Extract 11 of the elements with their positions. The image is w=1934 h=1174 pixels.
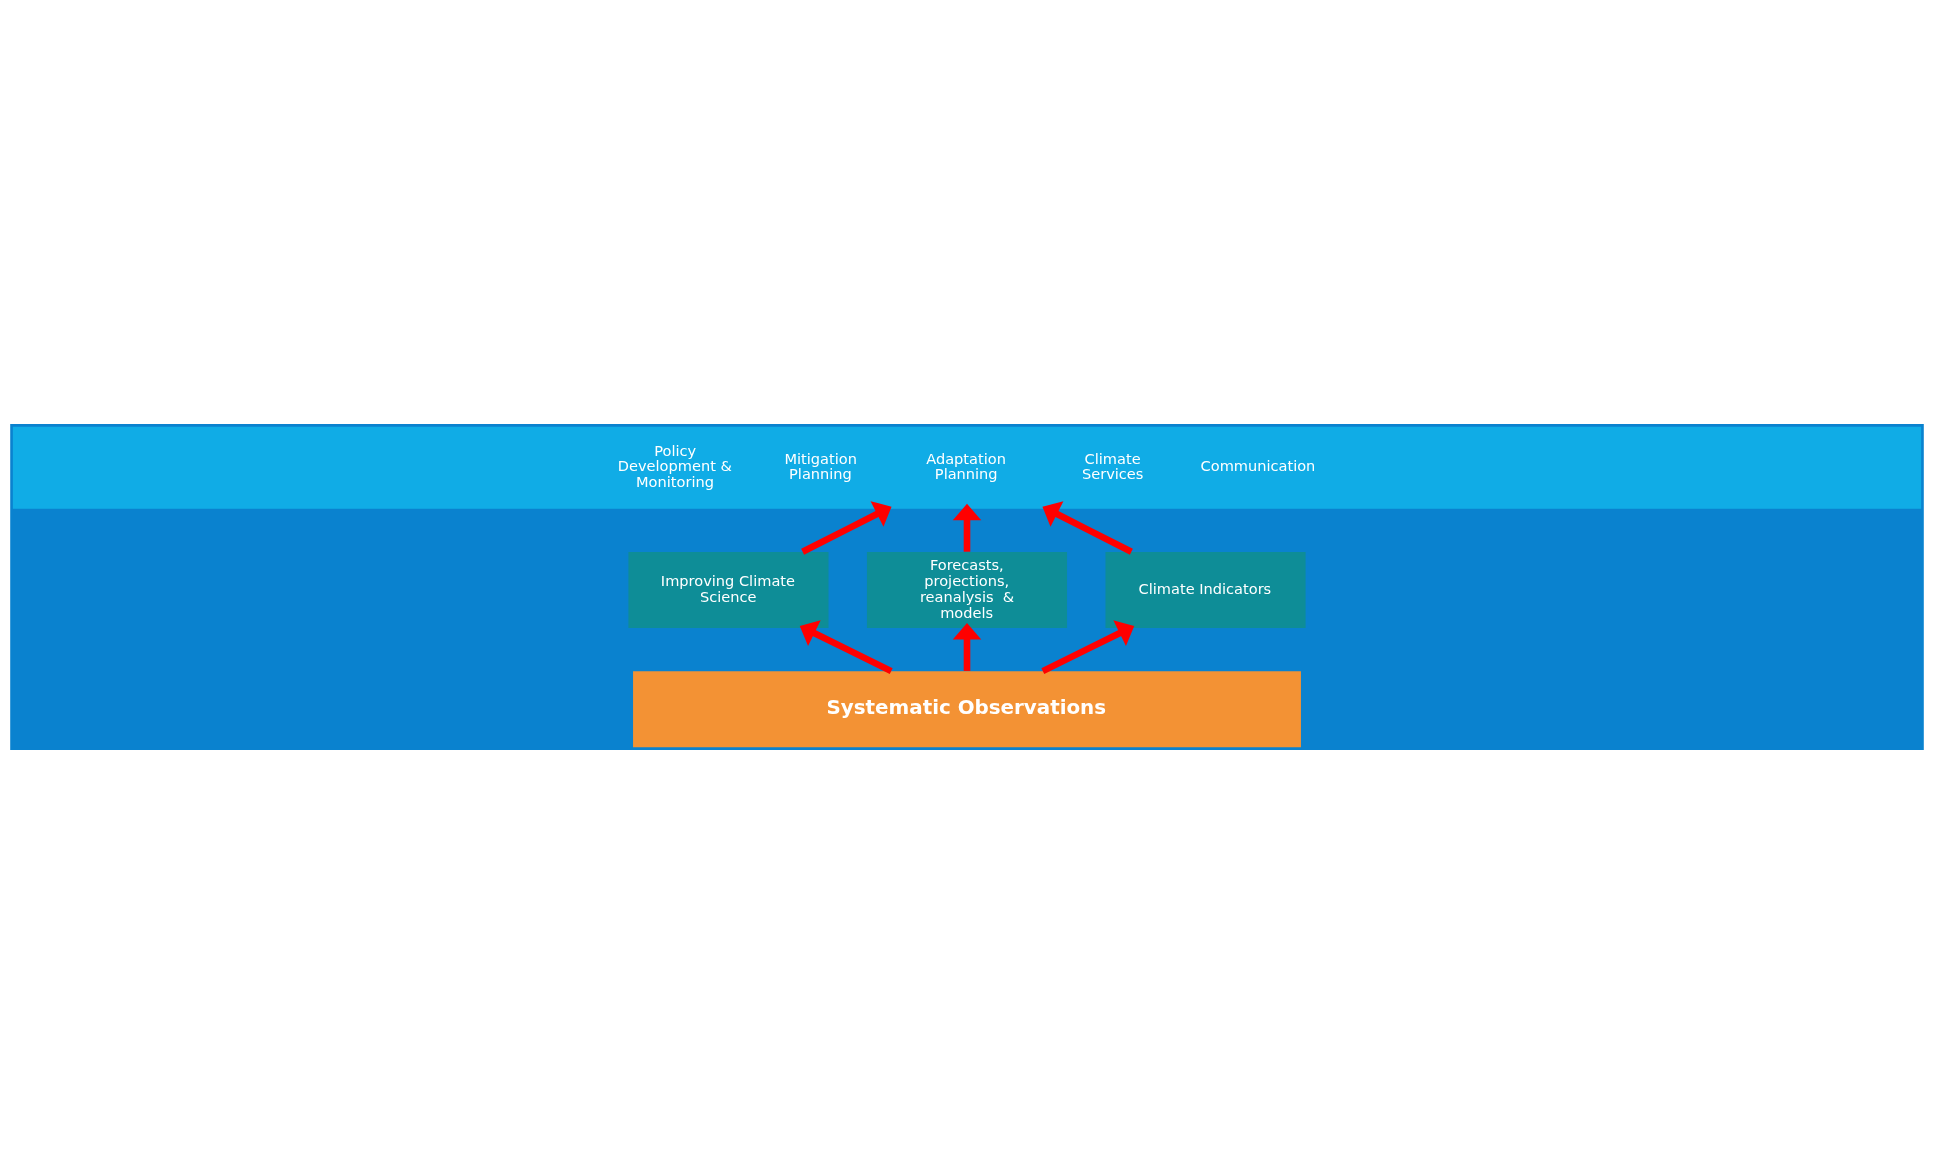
- node-box: Climate Indicators: [1105, 551, 1306, 629]
- arrow: [1042, 501, 1133, 555]
- node-box: Improving Climate Science: [628, 551, 829, 629]
- arrow: [1041, 620, 1135, 675]
- node-box: Forecasts, projections, reanalysis & models: [866, 551, 1068, 629]
- node-box: Systematic Observations: [633, 671, 1301, 748]
- arrow: [801, 501, 892, 555]
- arrow: [799, 620, 893, 675]
- arrow: [952, 623, 982, 671]
- arrow: [952, 503, 982, 552]
- node-box: Policy Development & Monitoring Mitigation Planning Adaptation Planning Climate Services Communication: [12, 426, 1922, 509]
